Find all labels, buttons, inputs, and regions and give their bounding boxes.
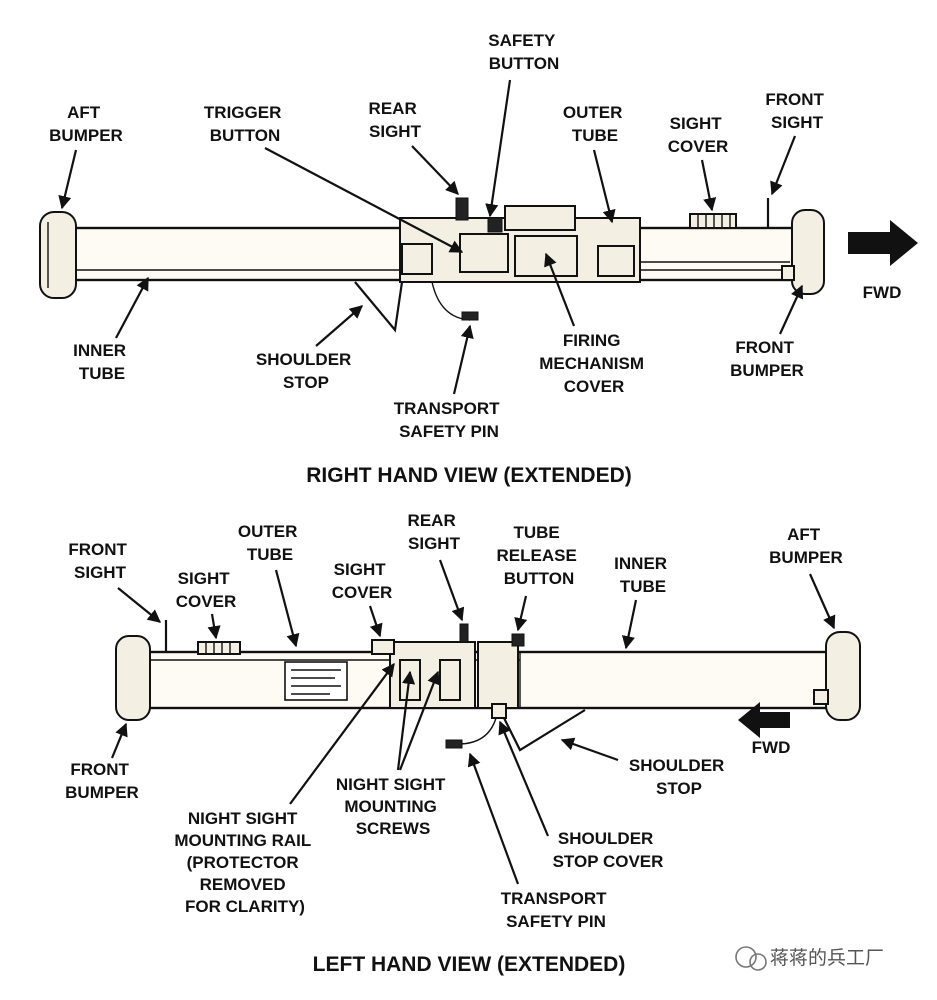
left-hand-view: FWD FRONT SIGHT SIGHT COVER OUTER TUBE S… — [65, 511, 861, 976]
right-launcher-body — [39, 197, 825, 333]
right-hand-view: FWD AFT BUMPER TRIGGER BUTTON REAR SIGHT… — [39, 31, 918, 487]
left-label-sight-cover-rear: SIGHT COVER — [332, 560, 392, 602]
right-label-front-bumper: FRONT BUMPER — [730, 338, 804, 380]
right-label-outer-tube: OUTER TUBE — [563, 103, 627, 145]
left-label-rear-sight: REAR SIGHT — [408, 511, 461, 553]
left-label-sight-cover-front: SIGHT COVER — [176, 569, 236, 611]
right-front-bumper — [791, 209, 825, 295]
left-label-shoulder-stop-cover: SHOULDER STOP COVER — [553, 829, 664, 871]
left-sight-cover-front — [197, 641, 241, 655]
left-fwd-label: FWD — [752, 738, 791, 757]
right-rear-sight — [455, 197, 469, 221]
right-sight-cover — [689, 213, 737, 229]
left-label-tube-release-button: TUBE RELEASE BUTTON — [496, 523, 581, 588]
left-sight-cover-rear — [371, 639, 395, 655]
left-label-night-sight-mounting-rail: NIGHT SIGHT MOUNTING RAIL (PROTECTOR REM… — [174, 809, 315, 916]
left-view-title: LEFT HAND VIEW (EXTENDED) — [313, 953, 626, 976]
left-label-front-sight: FRONT SIGHT — [68, 540, 131, 582]
right-view-title: RIGHT HAND VIEW (EXTENDED) — [306, 464, 632, 487]
right-fwd-label: FWD — [863, 283, 902, 302]
right-safety-housing — [504, 205, 576, 231]
right-safety-button — [487, 217, 503, 233]
left-front-bumper — [115, 635, 151, 721]
watermark-text: 蒋蒋的兵工厂 — [770, 947, 884, 969]
right-label-transport-safety-pin: TRANSPORT SAFETY PIN — [394, 399, 505, 441]
right-label-front-sight: FRONT SIGHT — [765, 90, 828, 132]
right-label-safety-button: SAFETY BUTTON — [488, 31, 560, 73]
left-label-shoulder-stop: SHOULDER STOP — [629, 756, 729, 798]
left-label-aft-bumper: AFT BUMPER — [769, 525, 843, 567]
left-label-inner-tube: INNER TUBE — [614, 554, 672, 596]
left-label-transport-safety-pin: TRANSPORT SAFETY PIN — [501, 889, 612, 931]
left-shoulder-stop-cover — [491, 703, 507, 719]
right-aft-bumper — [39, 211, 77, 299]
left-launcher-body — [115, 620, 861, 752]
left-aft-bumper — [825, 631, 861, 721]
left-fwd-arrow-icon — [738, 702, 790, 738]
left-tube-release-button — [511, 633, 525, 647]
right-shoulder-stop — [354, 281, 404, 333]
right-label-aft-bumper: AFT BUMPER — [49, 103, 123, 145]
right-label-sight-cover: SIGHT COVER — [668, 114, 728, 156]
right-label-rear-sight: REAR SIGHT — [369, 99, 422, 141]
right-label-firing-mechanism-cover: FIRING MECHANISM COVER — [539, 331, 649, 396]
left-label-night-sight-mounting-screws: NIGHT SIGHT MOUNTING SCREWS — [336, 775, 450, 838]
right-label-shoulder-stop: SHOULDER STOP — [256, 350, 356, 392]
left-label-front-bumper: FRONT BUMPER — [65, 760, 139, 802]
right-label-trigger-button: TRIGGER BUTTON — [204, 103, 286, 145]
right-label-inner-tube: INNER TUBE — [73, 341, 131, 383]
left-label-outer-tube: OUTER TUBE — [238, 522, 302, 564]
right-fwd-arrow-icon — [848, 220, 918, 266]
chat-bubble-icon — [735, 946, 757, 968]
left-rear-sight — [459, 623, 469, 643]
watermark: 蒋蒋的兵工厂 — [735, 946, 884, 971]
